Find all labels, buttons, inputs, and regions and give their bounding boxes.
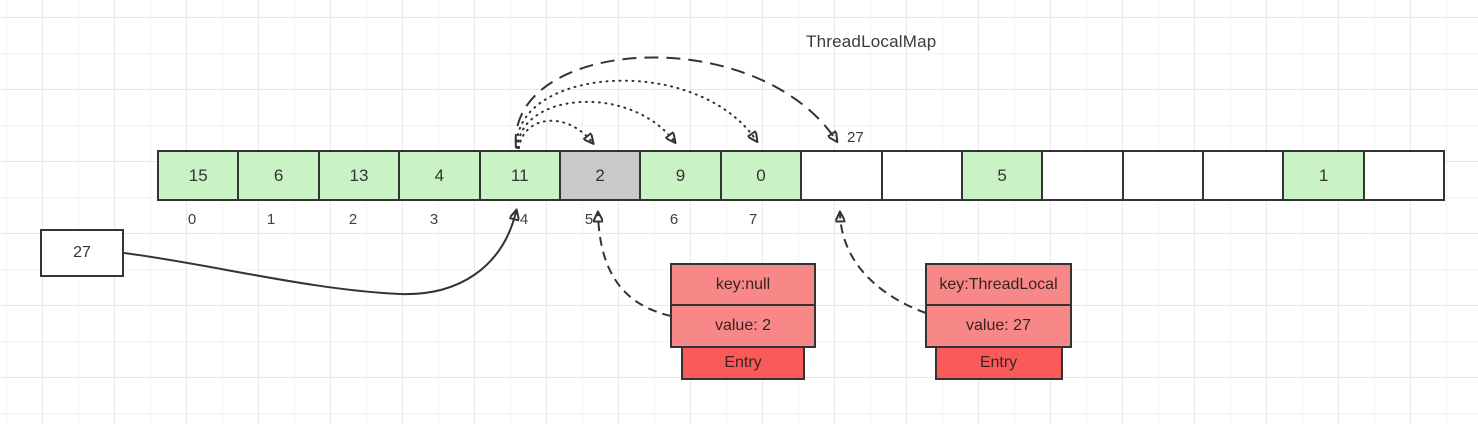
- array-cell-12: [1121, 150, 1205, 201]
- entry-footer: Entry: [934, 346, 1063, 380]
- array-cell-15: [1362, 150, 1446, 201]
- new-value-box: 27: [40, 229, 124, 277]
- array-cell-6: 9: [639, 150, 722, 201]
- new-value-label: 27: [73, 244, 91, 261]
- index-label-4: 4: [519, 211, 529, 228]
- array-cell-10: 5: [960, 150, 1044, 201]
- entry-value-row: value: 2: [670, 304, 816, 348]
- index-label-3: 3: [429, 211, 439, 228]
- live-entry-arrow: [840, 214, 927, 314]
- stale-entry-arrow: [598, 214, 672, 317]
- index-label-7: 7: [748, 211, 758, 228]
- entry-key-row: key:null: [670, 263, 816, 306]
- index-label-2: 2: [348, 211, 358, 228]
- index-label-6: 6: [669, 211, 679, 228]
- probe-arc-slot5: [518, 119, 592, 149]
- diagram-title: ThreadLocalMap: [806, 32, 937, 51]
- probe-arc-slot8: [514, 56, 836, 149]
- array-cell-7: 0: [719, 150, 803, 201]
- array-cell-0: 15: [157, 150, 240, 201]
- array-cell-8: [800, 150, 883, 201]
- array-cell-5: 2: [558, 150, 642, 201]
- entry-footer: Entry: [681, 346, 805, 380]
- array-cell-3: 4: [398, 150, 481, 201]
- entry-stale: key:null value: 2 Entry: [670, 263, 816, 380]
- array-cell-14: 1: [1282, 150, 1365, 201]
- array-cell-11: [1041, 150, 1124, 201]
- array-cell-2: 13: [317, 150, 401, 201]
- entry-key-row: key:ThreadLocal: [925, 263, 1072, 306]
- index-label-1: 1: [266, 211, 276, 228]
- array-cell-4: 11: [478, 150, 561, 201]
- entry-live: key:ThreadLocal value: 27 Entry: [925, 263, 1072, 380]
- slot8-value-label: 27: [847, 129, 864, 146]
- array-cell-1: 6: [237, 150, 320, 201]
- index-label-0: 0: [187, 211, 197, 228]
- array-cell-9: [880, 150, 963, 201]
- entry-value-row: value: 27: [925, 304, 1072, 348]
- array-cell-13: [1202, 150, 1285, 201]
- probe-arc-slot6: [517, 100, 674, 149]
- insert-arrow: [123, 212, 516, 296]
- probe-arc-slot7: [515, 79, 756, 149]
- index-label-5: 5: [584, 211, 594, 228]
